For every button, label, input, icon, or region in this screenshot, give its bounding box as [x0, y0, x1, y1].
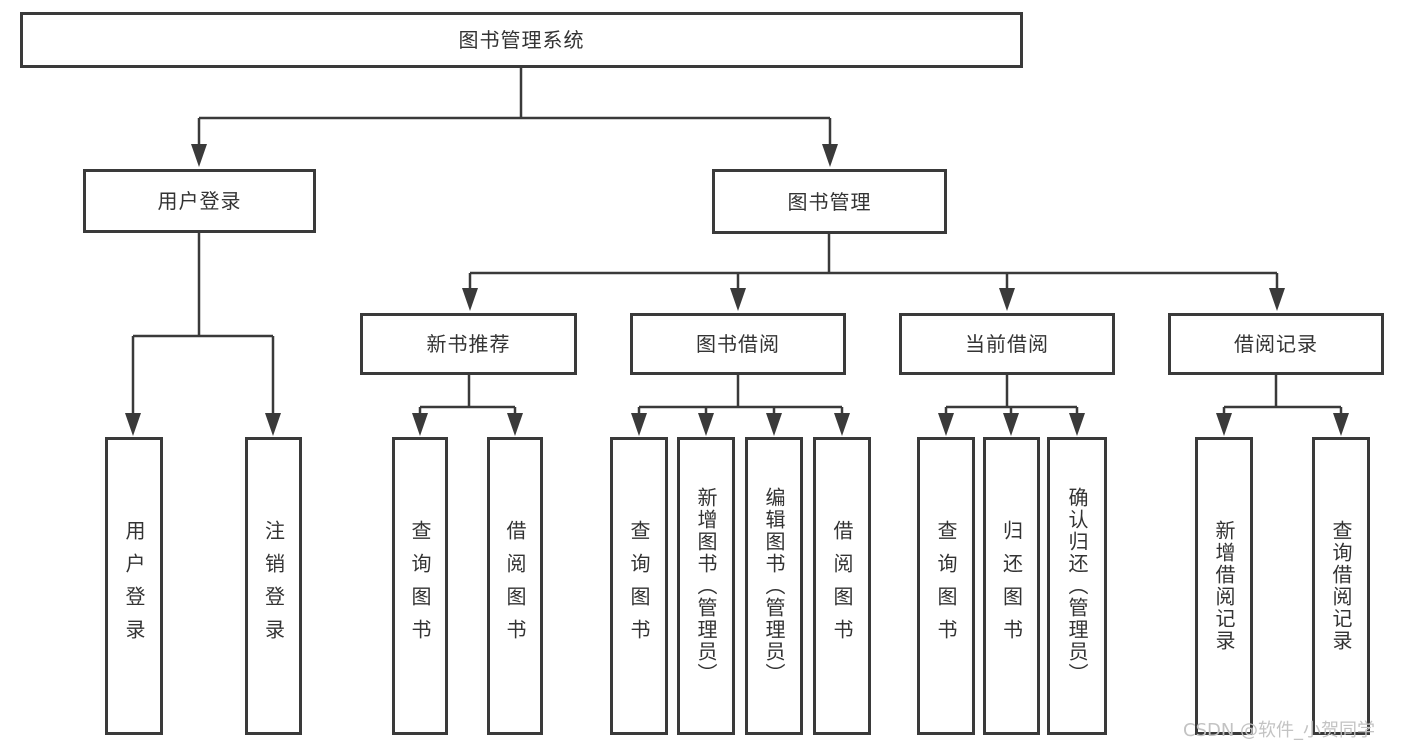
leaf-edit-book-admin: 编辑图书（管理员）: [745, 437, 803, 735]
node-user-login: 用户登录: [83, 169, 316, 233]
leaf-user-login: 用户登录: [105, 437, 163, 735]
node-book-management-label: 图书管理: [787, 189, 872, 214]
leaf-query-book-1: 查询图书: [392, 437, 448, 735]
leaf-borrow-book-1: 借阅图书: [487, 437, 543, 735]
leaf-query-borrow-record-label: 查询借阅记录: [1329, 520, 1353, 652]
node-new-book-recommend: 新书推荐: [360, 313, 577, 375]
leaf-logout-label: 注销登录: [261, 520, 286, 652]
node-borrow-record-label: 借阅记录: [1234, 332, 1318, 356]
node-book-borrow: 图书借阅: [630, 313, 846, 375]
node-current-borrow-label: 当前借阅: [965, 332, 1049, 356]
leaf-borrow-book-1-label: 借阅图书: [503, 520, 527, 652]
node-current-borrow: 当前借阅: [899, 313, 1115, 375]
node-borrow-record: 借阅记录: [1168, 313, 1384, 375]
leaf-query-book-2-label: 查询图书: [627, 520, 651, 652]
leaf-confirm-return-admin-label: 确认归还（管理员）: [1065, 487, 1089, 685]
leaf-add-borrow-record: 新增借阅记录: [1195, 437, 1253, 735]
leaf-query-book-2: 查询图书: [610, 437, 668, 735]
leaf-edit-book-admin-label: 编辑图书（管理员）: [762, 487, 786, 685]
leaf-query-book-3: 查询图书: [917, 437, 975, 735]
node-book-management: 图书管理: [712, 169, 947, 234]
node-book-borrow-label: 图书借阅: [696, 332, 780, 356]
leaf-add-borrow-record-label: 新增借阅记录: [1212, 520, 1236, 652]
leaf-query-borrow-record: 查询借阅记录: [1312, 437, 1370, 735]
node-user-login-label: 用户登录: [157, 189, 242, 213]
leaf-add-book-admin: 新增图书（管理员）: [677, 437, 735, 735]
leaf-add-book-admin-label: 新增图书（管理员）: [694, 487, 718, 685]
node-root: 图书管理系统: [20, 12, 1023, 68]
leaf-return-book: 归还图书: [983, 437, 1040, 735]
leaf-user-login-label: 用户登录: [122, 520, 146, 652]
leaf-confirm-return-admin: 确认归还（管理员）: [1047, 437, 1107, 735]
leaf-borrow-book-2-label: 借阅图书: [830, 520, 854, 652]
leaf-return-book-label: 归还图书: [999, 520, 1024, 652]
node-new-book-recommend-label: 新书推荐: [426, 332, 511, 356]
leaf-borrow-book-2: 借阅图书: [813, 437, 871, 735]
node-root-label: 图书管理系统: [458, 28, 585, 52]
csdn-watermark: CSDN @软件_小贺同学: [1183, 720, 1376, 741]
leaf-query-book-3-label: 查询图书: [934, 520, 958, 652]
leaf-query-book-1-label: 查询图书: [408, 520, 432, 652]
leaf-logout: 注销登录: [245, 437, 302, 735]
